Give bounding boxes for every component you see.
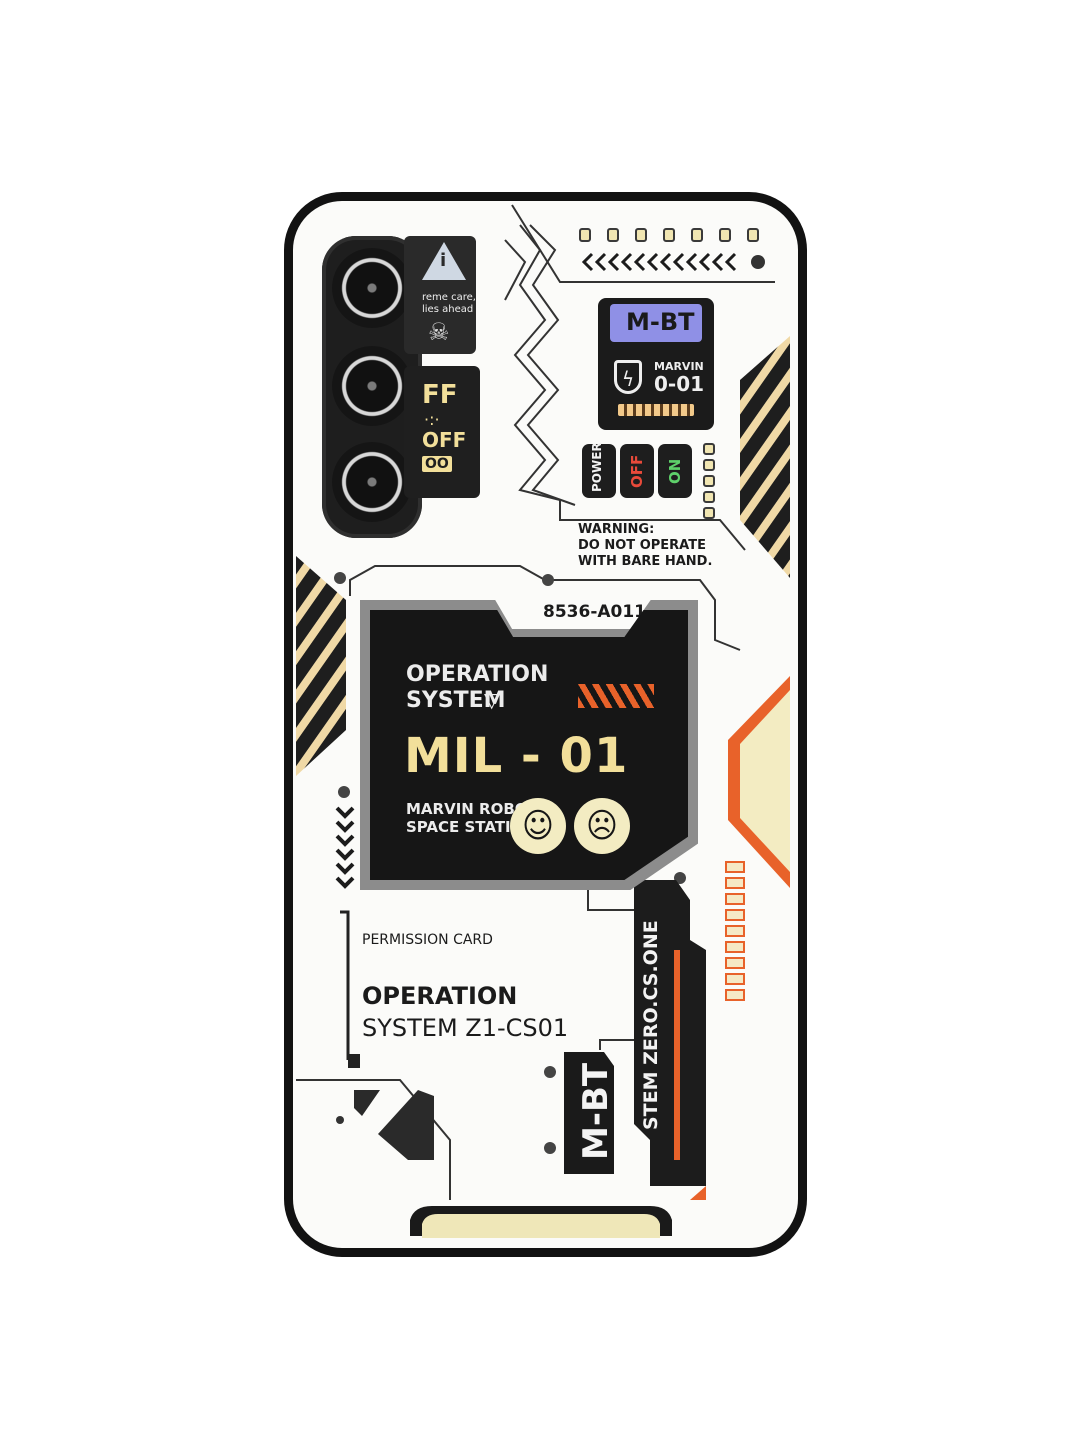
mbt-code: 0-01 [654, 372, 705, 396]
switch-sticker-bottom: OFF [422, 428, 467, 452]
panel-os-line-2: SYSTEM [406, 688, 506, 713]
panel-station-line-2: SPACE STATION [406, 818, 536, 836]
frowning-face-icon: ☹ [574, 798, 630, 854]
on-switch-label: ON [666, 458, 684, 484]
sidebar-vertical-text: STEM ZERO.CS.ONE [640, 920, 662, 1130]
skull-crossbones-icon: ☠ [428, 318, 450, 346]
switch-sticker-dots: ·:· [424, 410, 440, 429]
off-switch-label: OFF [628, 454, 646, 488]
warning-info-icon [422, 242, 466, 280]
smiley-face-icon: ☺ [510, 798, 566, 854]
panel-serial: 8536-A011 [543, 602, 647, 622]
camera-lens-1 [332, 248, 412, 328]
warning-line-2: DO NOT OPERATE [578, 538, 706, 553]
mbt-title: M-BT [626, 308, 695, 336]
switch-sticker: FF ·:· OFF OO [404, 366, 480, 498]
mbt-title-plate [610, 304, 702, 342]
triangle-down-icon: ▽ [484, 688, 500, 712]
info-line-2: lies ahead [422, 304, 474, 315]
orange-hazard-stripes [578, 684, 654, 708]
mbt-led-strip [618, 404, 694, 416]
permission-line-1: OPERATION [362, 982, 518, 1010]
on-switch: ON [658, 444, 692, 498]
warning-line-3: WITH BARE HAND. [578, 554, 713, 569]
info-i-glyph: i [440, 250, 447, 271]
power-switch: POWER [582, 442, 616, 498]
bottom-tag-text: M-BT [576, 1062, 616, 1160]
lightning-shield-icon: ϟ [614, 360, 642, 394]
camera-lens-3 [332, 442, 412, 522]
switch-sticker-badge: OO [422, 456, 452, 472]
mbt-card: M-BT ϟ MARVIN 0-01 [598, 298, 714, 430]
permission-label: PERMISSION CARD [362, 932, 493, 948]
info-sticker: i reme care, lies ahead ☠ [404, 236, 476, 354]
panel-os-line-1: OPERATION [406, 662, 549, 687]
info-line-1: reme care, [422, 292, 476, 303]
camera-lens-2 [332, 346, 412, 426]
switch-sticker-top: FF [422, 380, 458, 410]
mbt-name: MARVIN [654, 360, 704, 373]
panel-station-line-1: MARVIN ROBOT [406, 800, 538, 818]
warning-line-1: WARNING: [578, 522, 655, 537]
permission-line-2: SYSTEM Z1-CS01 [362, 1014, 569, 1042]
off-switch: OFF [620, 444, 654, 498]
power-switch-label: POWER [590, 442, 604, 492]
panel-model: MIL - 01 [404, 728, 629, 784]
